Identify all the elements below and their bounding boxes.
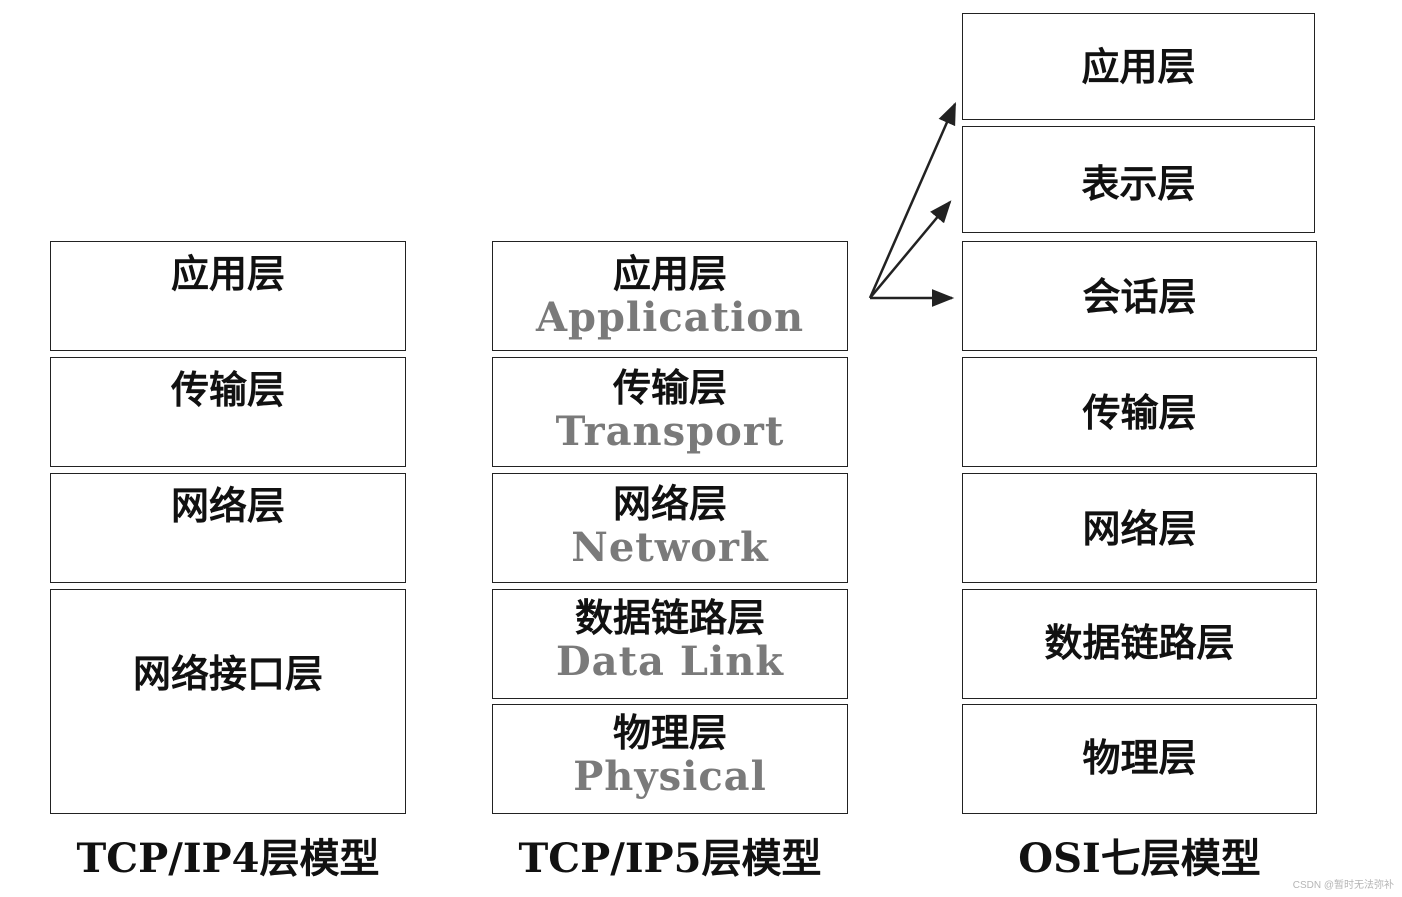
layer-label: 物理层 <box>1082 735 1197 780</box>
layer-label: 会话层 <box>1082 274 1197 319</box>
layer-label: 应用层 <box>1081 44 1196 89</box>
tcpip5-data-link-layer: 数据链路层 Data Link <box>492 589 848 699</box>
tcpip4-network-layer: 网络层 <box>50 473 406 583</box>
layer-label-en: Application <box>535 294 805 341</box>
tcpip5-application-layer: 应用层 Application <box>492 241 848 351</box>
layer-label: 网络层 <box>1082 506 1197 551</box>
tcpip4-application-layer: 应用层 <box>50 241 406 351</box>
osi-physical-layer: 物理层 <box>962 704 1317 814</box>
tcpip5-physical-layer: 物理层 Physical <box>492 704 848 814</box>
osi-application-layer: 应用层 <box>962 13 1315 120</box>
osi-session-layer: 会话层 <box>962 241 1317 351</box>
layer-label: 应用层 <box>170 251 285 296</box>
layer-label-en: Transport <box>555 408 785 455</box>
osi-transport-layer: 传输层 <box>962 357 1317 467</box>
layer-label: 传输层 <box>170 367 285 412</box>
layer-label-zh: 物理层 <box>612 710 727 755</box>
tcpip5-caption: TCP/IP5层模型 <box>518 835 822 882</box>
layer-label: 表示层 <box>1081 161 1196 206</box>
arrow-to-application <box>868 101 957 299</box>
layer-label-zh: 数据链路层 <box>574 595 765 640</box>
layer-label: 传输层 <box>1082 390 1197 435</box>
layer-label-zh: 应用层 <box>612 251 727 296</box>
arrow-to-presentation <box>869 200 952 299</box>
layer-label: 数据链路层 <box>1044 620 1235 665</box>
tcpip4-transport-layer: 传输层 <box>50 357 406 467</box>
osi-presentation-layer: 表示层 <box>962 126 1315 233</box>
layer-label: 网络接口层 <box>132 651 323 696</box>
watermark: CSDN @暂时无法弥补 <box>1292 880 1394 891</box>
tcpip4-network-interface-layer: 网络接口层 <box>50 589 406 814</box>
layer-label-zh: 网络层 <box>612 481 727 526</box>
layer-label-en: Data Link <box>555 638 785 685</box>
layer-label-zh: 传输层 <box>612 365 727 410</box>
layer-label: 网络层 <box>170 483 285 528</box>
osi-data-link-layer: 数据链路层 <box>962 589 1317 699</box>
tcpip4-caption: TCP/IP4层模型 <box>76 835 380 882</box>
osi-network-layer: 网络层 <box>962 473 1317 583</box>
tcpip5-network-layer: 网络层 Network <box>492 473 848 583</box>
tcpip5-transport-layer: 传输层 Transport <box>492 357 848 467</box>
layer-label-en: Physical <box>573 753 767 800</box>
osi-caption: OSI七层模型 <box>1018 835 1261 882</box>
layer-label-en: Network <box>571 524 769 571</box>
